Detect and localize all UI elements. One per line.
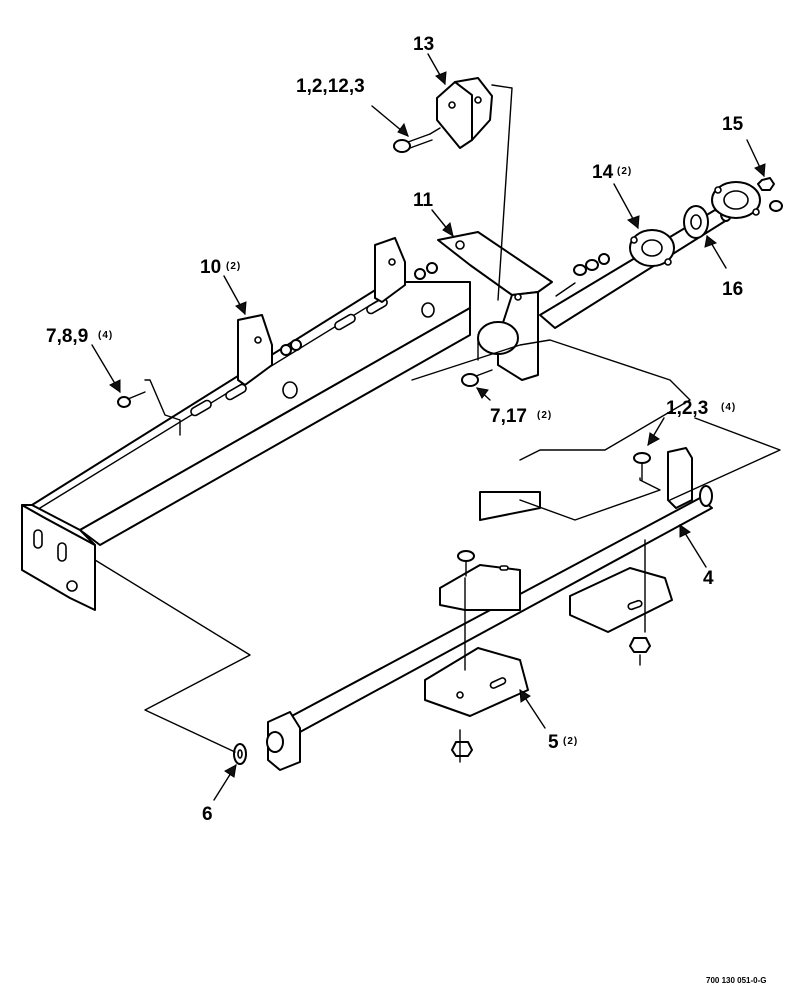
- callout-7-17: 7,17: [490, 406, 527, 427]
- bushing: [233, 743, 247, 765]
- callout-6: 6: [202, 804, 213, 825]
- callout-arrows: [91, 53, 766, 801]
- carriage-bolt: [461, 369, 493, 387]
- carriage-bolt: [457, 550, 475, 577]
- callout-1-2-3: 1,2,3: [666, 398, 708, 419]
- callout-1-2-12-3: 1,2,12,3: [296, 76, 365, 97]
- drawing-code: 700 130 051-0-G: [706, 976, 767, 985]
- bearing: [683, 205, 709, 239]
- carriage-bolt: [393, 133, 433, 153]
- callout-15: 15: [722, 114, 744, 135]
- end-plate: [21, 504, 96, 611]
- callout-14-qty: (2): [617, 166, 632, 177]
- callout-7-17-qty: (2): [537, 410, 552, 421]
- lower-bracket: [439, 491, 541, 611]
- callout-7-8-9-qty: (4): [98, 330, 113, 341]
- callout-10: 10: [200, 257, 221, 278]
- mounting-lug: [237, 314, 273, 386]
- callout-10-qty: (2): [226, 261, 241, 272]
- nut: [451, 741, 473, 757]
- nut: [757, 177, 775, 191]
- bearing-plate: [477, 321, 519, 361]
- lower-bracket: [424, 647, 529, 717]
- callout-11: 11: [413, 190, 434, 211]
- frame-beam: [31, 281, 471, 546]
- callout-14: 14: [592, 162, 614, 183]
- shaft-end-plate: [266, 711, 301, 771]
- washer: [280, 339, 302, 356]
- carriage-bolt: [117, 391, 146, 408]
- washer: [573, 253, 610, 276]
- callout-4: 4: [703, 568, 714, 589]
- mounting-lug: [374, 237, 406, 303]
- washer: [769, 200, 783, 212]
- lower-bracket: [569, 567, 673, 633]
- callout-5: 5: [548, 732, 559, 753]
- callout-16: 16: [722, 279, 743, 300]
- bearing-flange: [629, 229, 675, 267]
- washer: [414, 262, 438, 280]
- flange: [711, 181, 761, 219]
- callout-1-2-3-qty: (4): [721, 402, 736, 413]
- angle-bracket: [436, 77, 493, 149]
- callout-5-qty: (2): [563, 736, 578, 747]
- leader-lines: [94, 84, 781, 763]
- callout-7-8-9: 7,8,9: [46, 326, 88, 347]
- carriage-bolt: [633, 452, 651, 481]
- callout-13: 13: [413, 34, 434, 55]
- nut: [629, 637, 651, 653]
